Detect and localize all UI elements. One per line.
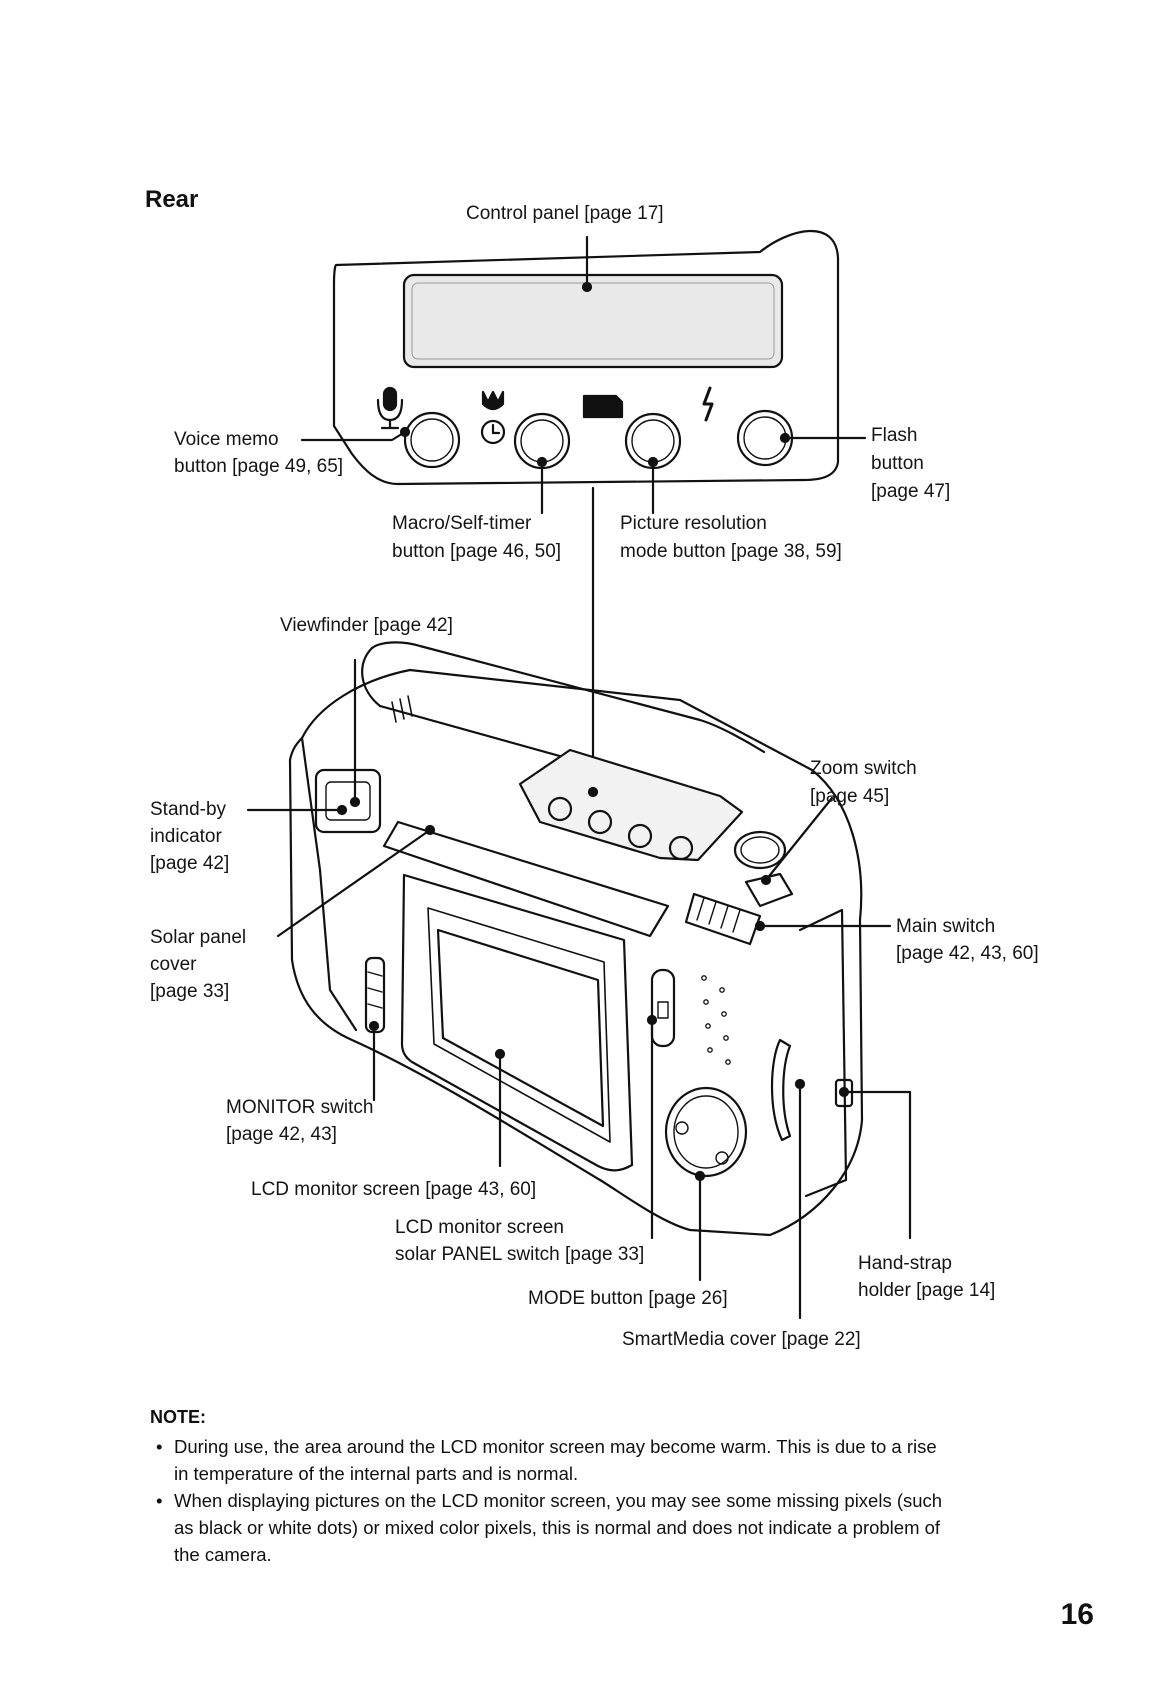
picture-resolution-icon [582, 394, 624, 419]
shutter-button [733, 830, 787, 870]
label-picture-resolution-page: mode button [page 38, 59] [620, 541, 842, 562]
label-main-switch-page: [page 42, 43, 60] [896, 943, 1039, 964]
label-picture-resolution: Picture resolution [620, 513, 767, 534]
body-control-panel [518, 748, 744, 862]
label-zoom: Zoom switch [810, 758, 917, 779]
label-main-switch: Main switch [896, 916, 996, 937]
label-standby-page: [page 42] [150, 853, 230, 874]
label-solar-panel-switch-2: solar PANEL switch [page 33] [395, 1244, 645, 1265]
section-title: Rear [145, 186, 199, 213]
label-solar-cover-page: [page 33] [150, 981, 230, 1002]
control-panel-lcd [402, 273, 784, 369]
solar-panel-switch [650, 968, 676, 1048]
main-switch-dial [684, 892, 762, 946]
note-item: During use, the area around the LCD moni… [150, 1433, 950, 1487]
lcd-frame [400, 873, 634, 1172]
standby-window [314, 768, 382, 834]
label-macro-page: button [page 46, 50] [392, 541, 562, 562]
label-voice-memo-page: button [page 49, 65] [174, 456, 344, 477]
smartmedia-cover [770, 1038, 792, 1142]
label-mode-button: MODE button [page 26] [528, 1288, 728, 1309]
note-list: During use, the area around the LCD moni… [150, 1433, 950, 1568]
page-number: 16 [1060, 1598, 1094, 1631]
label-zoom-page: [page 45] [810, 786, 890, 807]
label-standby-indicator: indicator [150, 826, 222, 847]
lcd-monitor-screen [436, 928, 605, 1128]
camera-body-outline [288, 668, 864, 1237]
label-hand-strap-page: holder [page 14] [858, 1280, 996, 1301]
label-macro: Macro/Self-timer [392, 513, 532, 534]
label-control-panel: Control panel [page 17] [466, 203, 664, 224]
microphone-icon [376, 386, 404, 430]
label-lcd-screen: LCD monitor screen [page 43, 60] [251, 1179, 537, 1200]
label-flash-page: [page 47] [871, 481, 951, 502]
label-solar-cover-2: cover [150, 954, 197, 975]
note-title: NOTE: [150, 1407, 206, 1427]
label-flash-button: button [871, 453, 924, 474]
mode-dial [664, 1086, 748, 1178]
flash-icon [702, 386, 714, 422]
label-viewfinder: Viewfinder [page 42] [280, 615, 453, 636]
label-monitor-switch-page: [page 42, 43] [226, 1124, 337, 1145]
label-flash: Flash [871, 425, 918, 446]
voice-memo-button [403, 411, 461, 469]
control-panel-outline [332, 229, 840, 486]
label-solar-cover: Solar panel [150, 927, 247, 948]
note-item: When displaying pictures on the LCD moni… [150, 1487, 950, 1568]
label-hand-strap: Hand-strap [858, 1253, 952, 1274]
monitor-switch [364, 956, 386, 1034]
label-smartmedia: SmartMedia cover [page 22] [622, 1329, 861, 1350]
label-voice-memo: Voice memo [174, 429, 279, 450]
macro-selftimer-icon [480, 390, 506, 445]
label-monitor-switch: MONITOR switch [226, 1097, 374, 1118]
label-standby: Stand-by [150, 799, 227, 820]
label-solar-panel-switch: LCD monitor screen [395, 1217, 564, 1238]
